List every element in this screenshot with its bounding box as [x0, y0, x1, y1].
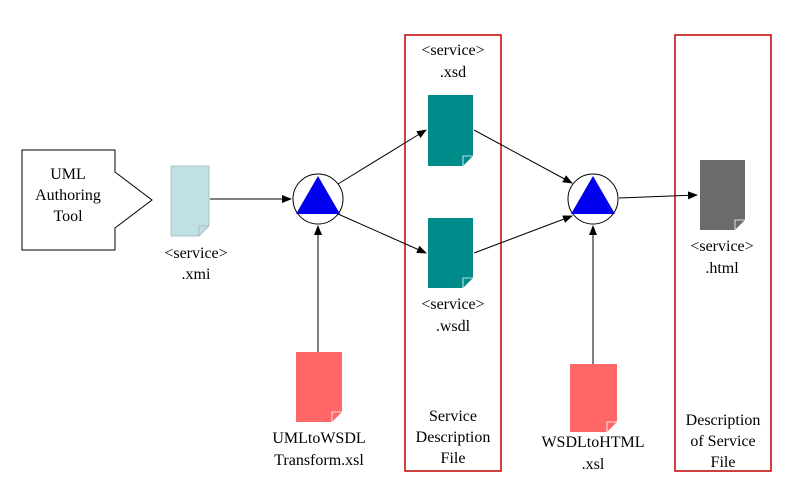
uml-authoring-tool-shape: [21, 149, 153, 251]
html-file-line1: <service>: [690, 238, 753, 255]
description-of-service-line3: File: [711, 454, 736, 471]
service-description-line1: Service: [429, 408, 477, 425]
authoring-tool-line2: Authoring: [35, 187, 101, 204]
arrow-processor-1-to-wsdl: [337, 213, 427, 254]
uml-to-wsdl-line1: UMLtoWSDL: [272, 430, 365, 447]
processor-1-triangle-icon: [296, 176, 340, 214]
description-of-service-line1: Description: [686, 412, 761, 429]
description-of-service-group: [674, 34, 772, 472]
arrow-processor-1-to-xsd: [337, 129, 427, 185]
processor-2-triangle-icon: [571, 176, 615, 214]
xmi-document-icon: [170, 165, 210, 237]
html-file-line2: .html: [705, 260, 739, 277]
service-description-group: [404, 34, 502, 472]
wsdl-file-line1: <service>: [421, 296, 484, 313]
html-document-icon: [700, 160, 745, 230]
wsdl-to-html-line1: WSDLtoHTML: [541, 434, 644, 451]
wsdl-to-html-xsl-document-icon: [570, 364, 617, 432]
xmi-file-line1: <service>: [164, 245, 227, 262]
wsdl-file-line2: .wsdl: [436, 318, 471, 335]
arrow-processor-2-to-html: [618, 191, 698, 200]
authoring-tool-line3: Tool: [53, 208, 83, 225]
uml-to-wsdl-line2: Transform.xsl: [274, 452, 364, 469]
arrow-xsd-to-processor-2: [473, 129, 573, 184]
uml-to-wsdl-xsl-document-icon: [296, 352, 342, 422]
xsd-file-line2: .xsd: [440, 64, 466, 81]
wsdl-to-html-line2: .xsl: [582, 456, 605, 473]
authoring-tool-line1: UML: [50, 166, 86, 183]
description-of-service-line2: of Service: [690, 433, 755, 450]
xsd-file-line1: <service>: [421, 42, 484, 59]
xsd-document-icon: [428, 95, 473, 166]
xmi-file-line2: .xmi: [182, 266, 211, 283]
uml-to-wsdl-xsl-fold: [331, 411, 342, 422]
service-description-line3: File: [441, 450, 466, 467]
xsd-document-fold: [462, 155, 473, 166]
html-document-fold: [734, 219, 745, 230]
wsdl-to-html-xsl-fold: [606, 421, 617, 432]
wsdl-document-fold: [462, 277, 473, 288]
service-description-line2: Description: [416, 429, 491, 446]
wsdl-document-icon: [428, 218, 473, 288]
arrow-wsdl-to-processor-2: [473, 215, 573, 254]
xmi-document-fold: [198, 225, 209, 236]
